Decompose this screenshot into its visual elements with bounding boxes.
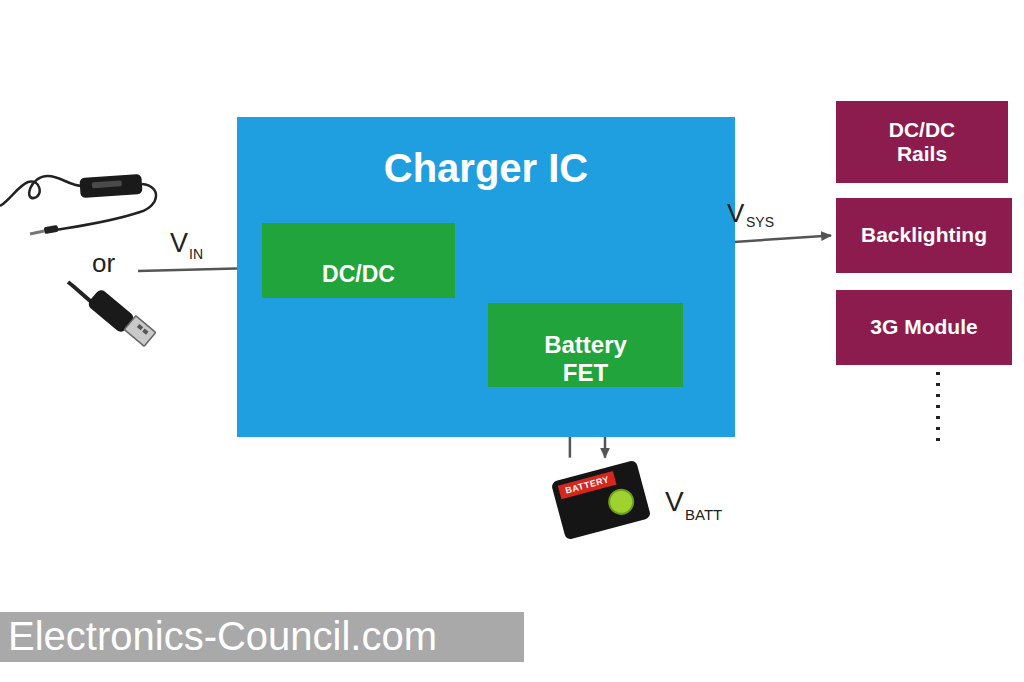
battery-terminal bbox=[605, 486, 637, 518]
signal-name: V bbox=[727, 198, 744, 229]
box-label: DC/DC Rails bbox=[866, 118, 978, 166]
box-label: Backlighting bbox=[861, 223, 987, 247]
more-loads-dots bbox=[936, 372, 940, 446]
battery-label: BATTERY bbox=[558, 471, 617, 500]
box-label: DC/DC bbox=[322, 261, 395, 287]
signal-name: V bbox=[170, 228, 188, 259]
fet-supply-arrow bbox=[568, 257, 571, 302]
load-box: Backlighting bbox=[836, 198, 1012, 273]
input-arrow bbox=[138, 268, 259, 271]
adapter-lead bbox=[56, 184, 156, 230]
load-box: DC/DC Rails bbox=[836, 101, 1008, 183]
battery-fet-block: Battery FET bbox=[488, 303, 683, 387]
signal-subscript: BATT bbox=[685, 506, 722, 523]
barrel-tip bbox=[30, 231, 44, 234]
usb-contact bbox=[137, 324, 143, 330]
signal-subscript: IN bbox=[189, 246, 203, 262]
or-label: or bbox=[92, 248, 115, 279]
block-title: Charger IC bbox=[384, 145, 589, 191]
fet-charge-arrow bbox=[598, 255, 601, 300]
box-label: Battery FET bbox=[531, 331, 641, 386]
signal-arrow bbox=[455, 236, 831, 261]
load-box: 3G Module bbox=[836, 290, 1012, 365]
dcdc-converter-block: DC/DC bbox=[262, 223, 455, 298]
adapter-cable bbox=[0, 176, 82, 206]
battery-icon: BATTERY bbox=[551, 460, 652, 541]
box-label: 3G Module bbox=[870, 315, 977, 339]
usb-contact bbox=[142, 328, 148, 334]
signal-arrow bbox=[604, 387, 607, 458]
watermark: Electronics-Council.com bbox=[8, 614, 437, 659]
barrel-plug bbox=[44, 225, 59, 234]
power-adapter bbox=[79, 174, 142, 198]
signal-arrow bbox=[569, 387, 572, 458]
signal-subscript: SYS bbox=[746, 214, 774, 230]
signal-name: V bbox=[665, 486, 684, 518]
charger-ic-block: Charger IC DC/DC Battery FET bbox=[237, 117, 735, 437]
adapter-detail bbox=[92, 180, 122, 188]
watermark-band bbox=[0, 612, 524, 662]
usb-connector bbox=[124, 316, 155, 347]
